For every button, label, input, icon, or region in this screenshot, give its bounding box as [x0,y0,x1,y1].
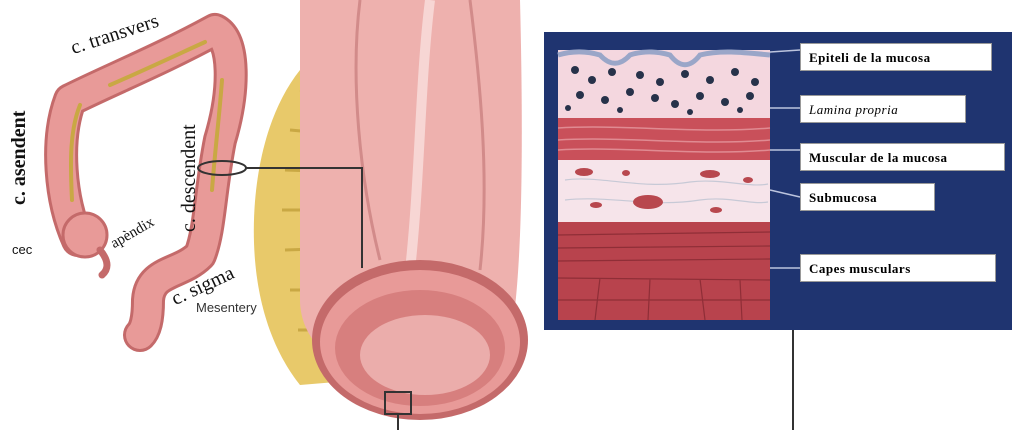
label-colon-ascendent: c. asendent [8,111,31,205]
colon-cross-section [300,0,528,420]
label-muscular-mucosa: Muscular de la mucosa [800,143,1005,171]
label-submucosa: Submucosa [800,183,935,211]
label-epiteli-mucosa: Epiteli de la mucosa [800,43,992,71]
histology-panel [544,32,1012,330]
label-lamina-propria: Lamina propria [800,95,966,123]
label-mesentery: Mesentery [196,300,257,315]
label-capes-musculars: Capes musculars [800,254,996,282]
tissue-section [558,50,770,320]
label-cec: cec [12,242,32,257]
label-colon-descendent: c. descendent [178,124,201,232]
